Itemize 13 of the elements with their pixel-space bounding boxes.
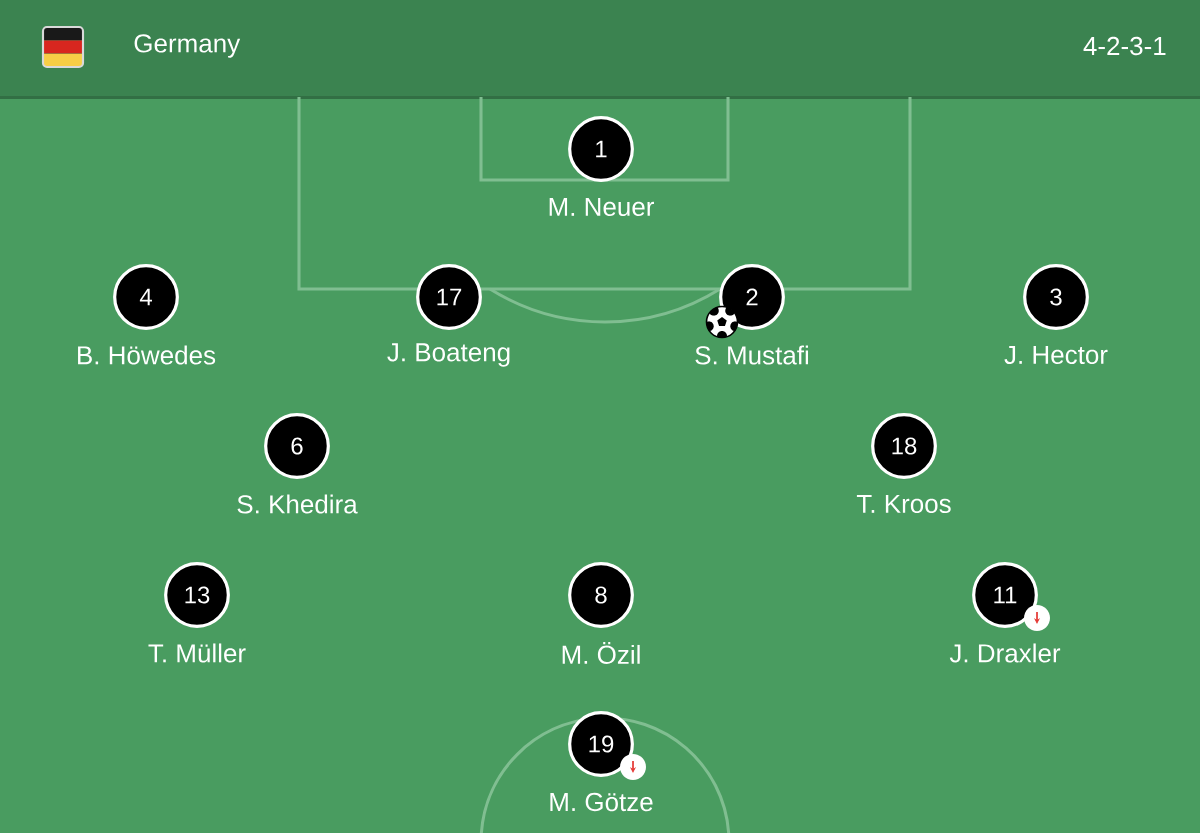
player-name: M. Neuer: [549, 197, 654, 217]
player-name: J. Hector: [1004, 345, 1108, 365]
player-name: M. Götze: [550, 792, 653, 812]
player-name: T. Kroos: [856, 494, 951, 514]
player-name: T. Müller: [148, 643, 246, 663]
player-name: J. Boateng: [387, 343, 510, 367]
team-name: Germany: [134, 34, 241, 58]
player-name: S. Mustafi: [695, 345, 808, 365]
player-name: M. Özil: [562, 642, 640, 664]
player-name: S. Khedira: [237, 494, 358, 514]
player-name: J. Draxler: [949, 643, 1061, 663]
formation-label: 4-2-3-1: [1083, 36, 1166, 56]
player-name: B. Höwedes: [78, 345, 216, 365]
